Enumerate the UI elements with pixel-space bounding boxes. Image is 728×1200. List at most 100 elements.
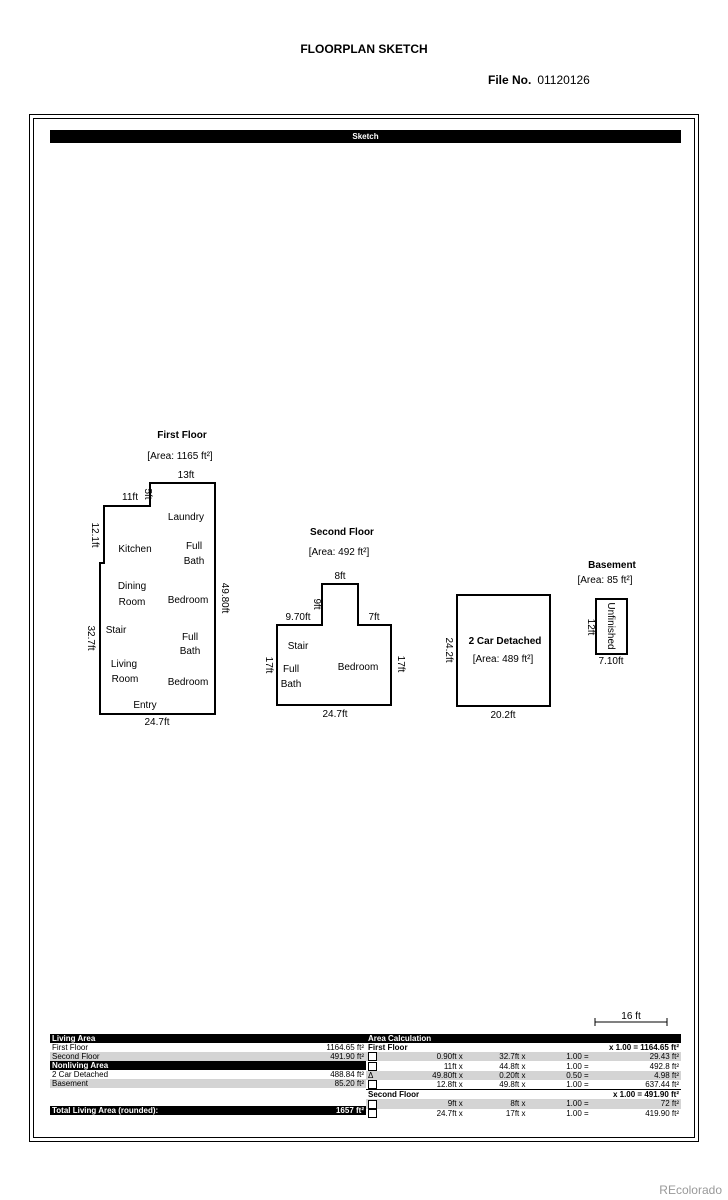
scale-label: 16 ft	[621, 1011, 641, 1022]
dim: 20.2ft	[490, 710, 515, 721]
group-total: x 1.00 = 491.90 ft²	[527, 1089, 681, 1100]
first-floor-title: First Floor	[157, 430, 207, 441]
dim: 5ft	[142, 488, 153, 499]
dim: 24.2ft	[443, 637, 454, 662]
summary-value: 491.90 ft²	[279, 1052, 366, 1061]
garage-area: [Area: 489 ft²]	[473, 654, 534, 665]
dim: 7.10ft	[598, 656, 623, 667]
first-floor-outline	[99, 482, 216, 715]
summary-name: Second Floor	[50, 1052, 280, 1061]
file-label: File No.	[488, 73, 532, 87]
dim: 8ft	[334, 571, 345, 582]
area-calculation-table: Area Calculation First Floor x 1.00 = 116…	[366, 1034, 681, 1118]
basement-plan: Basement [Area: 85 ft²] Unfinished 12ft …	[577, 560, 636, 667]
dim: 12.1ft	[89, 522, 100, 547]
group-total: x 1.00 = 1164.65 ft²	[608, 1043, 679, 1052]
rectangle-shape-icon	[368, 1061, 377, 1071]
garage-title: 2 Car Detached	[469, 636, 542, 647]
calc-cell: 637.44 ft²	[645, 1079, 679, 1089]
calc-cell: 0.50 =	[527, 1070, 591, 1080]
second-floor-plan: Second Floor [Area: 492 ft²] 8ft 9ft 9.7…	[263, 527, 406, 720]
rectangle-shape-icon	[368, 1052, 377, 1062]
room-label: Room	[112, 674, 139, 685]
summary-value: 85.20 ft²	[279, 1079, 366, 1088]
calc-cell: 24.7ft x	[436, 1108, 463, 1118]
room-label: Bath	[180, 646, 201, 657]
first-floor-plan: First Floor [Area: 1165 ft²] 13ft 5ft 11…	[85, 430, 230, 728]
calc-cell: 49.8ft x	[499, 1079, 526, 1089]
watermark: REcolorado	[659, 1183, 722, 1197]
room-label: Laundry	[168, 512, 204, 523]
room-label: Stair	[288, 641, 309, 652]
outer-border	[29, 114, 699, 1142]
first-floor-area: [Area: 1165 ft²]	[147, 451, 213, 462]
basement-area: [Area: 85 ft²]	[577, 575, 632, 586]
dim: 49.80ft	[219, 583, 230, 614]
calc-cell: 0.90ft x	[392, 1052, 465, 1062]
second-floor-title: Second Floor	[310, 527, 374, 538]
room-label: Dining	[118, 581, 146, 592]
calc-cell: 0.20ft x	[464, 1070, 528, 1080]
calc-cell: 9ft x	[392, 1099, 465, 1109]
triangle-shape-icon: Δ	[366, 1070, 393, 1080]
calc-cell: 29.43 ft²	[590, 1052, 681, 1062]
dim: 7ft	[368, 612, 379, 623]
total-label: Total Living Area (rounded):	[50, 1106, 280, 1115]
second-floor-outline	[276, 583, 392, 706]
summary-name: Basement	[50, 1079, 280, 1088]
room-label: Bath	[281, 679, 302, 690]
second-floor-area: [Area: 492 ft²]	[309, 547, 370, 558]
dim: 9.70ft	[285, 612, 310, 623]
calc-cell: 1.00 =	[527, 1099, 591, 1109]
nonliving-area-header: Nonliving Area	[50, 1061, 366, 1070]
total-value: 1657 ft²	[279, 1106, 366, 1115]
summary-value: 488.84 ft²	[330, 1070, 364, 1079]
calc-cell: 17ft x	[505, 1108, 526, 1118]
sketch-header-bar: Sketch	[50, 130, 681, 143]
dim: 11ft	[122, 492, 138, 503]
calc-cell: 32.7ft x	[464, 1052, 528, 1062]
rectangle-shape-icon	[368, 1108, 377, 1118]
dim: 9ft	[311, 598, 322, 609]
room-label: Living	[111, 659, 137, 670]
garage-plan: 2 Car Detached [Area: 489 ft²] 24.2ft 20…	[443, 594, 551, 721]
room-label: Bedroom	[168, 595, 209, 606]
calc-cell: 49.80ft x	[392, 1070, 465, 1080]
dim: 24.7ft	[322, 709, 347, 720]
dim: 13ft	[178, 470, 195, 481]
room-label: Stair	[106, 625, 127, 636]
file-number: File No. 01120126	[488, 73, 590, 87]
calc-cell: 1.00 =	[566, 1061, 589, 1071]
calc-cell: 1.00 =	[527, 1052, 591, 1062]
calc-cell: 1.00 =	[566, 1108, 589, 1118]
calc-cell: 419.90 ft²	[645, 1108, 679, 1118]
calc-cell: 44.8ft x	[499, 1061, 526, 1071]
room-label: Full	[283, 664, 299, 675]
summary-value: 1164.65 ft²	[326, 1043, 364, 1052]
room-label: Full	[182, 632, 198, 643]
calc-cell: 11ft x	[443, 1061, 463, 1071]
rectangle-shape-icon	[368, 1099, 377, 1109]
room-label: Bedroom	[168, 677, 209, 688]
inner-border	[33, 118, 695, 1138]
rectangle-shape-icon	[368, 1080, 377, 1090]
dim: 24.7ft	[144, 717, 169, 728]
calc-cell: 12.8ft x	[436, 1079, 463, 1089]
area-calc-header: Area Calculation	[366, 1034, 681, 1043]
summary-name: First Floor	[52, 1043, 88, 1052]
scale-bar: 16 ft	[594, 1011, 668, 1026]
room-label: Bedroom	[338, 662, 379, 673]
file-number-value: 01120126	[537, 73, 590, 87]
page-title: FLOORPLAN SKETCH	[300, 42, 428, 56]
garage-outline	[456, 594, 551, 707]
group-name: Second Floor	[366, 1089, 528, 1100]
group-name: First Floor	[368, 1043, 408, 1052]
room-label: Bath	[184, 556, 205, 567]
calc-cell: 492.8 ft²	[649, 1061, 679, 1071]
calc-cell: 4.98 ft²	[590, 1070, 681, 1080]
calc-cell: 8ft x	[464, 1099, 528, 1109]
room-label: Kitchen	[118, 544, 151, 555]
calc-cell: 1.00 =	[566, 1079, 589, 1089]
